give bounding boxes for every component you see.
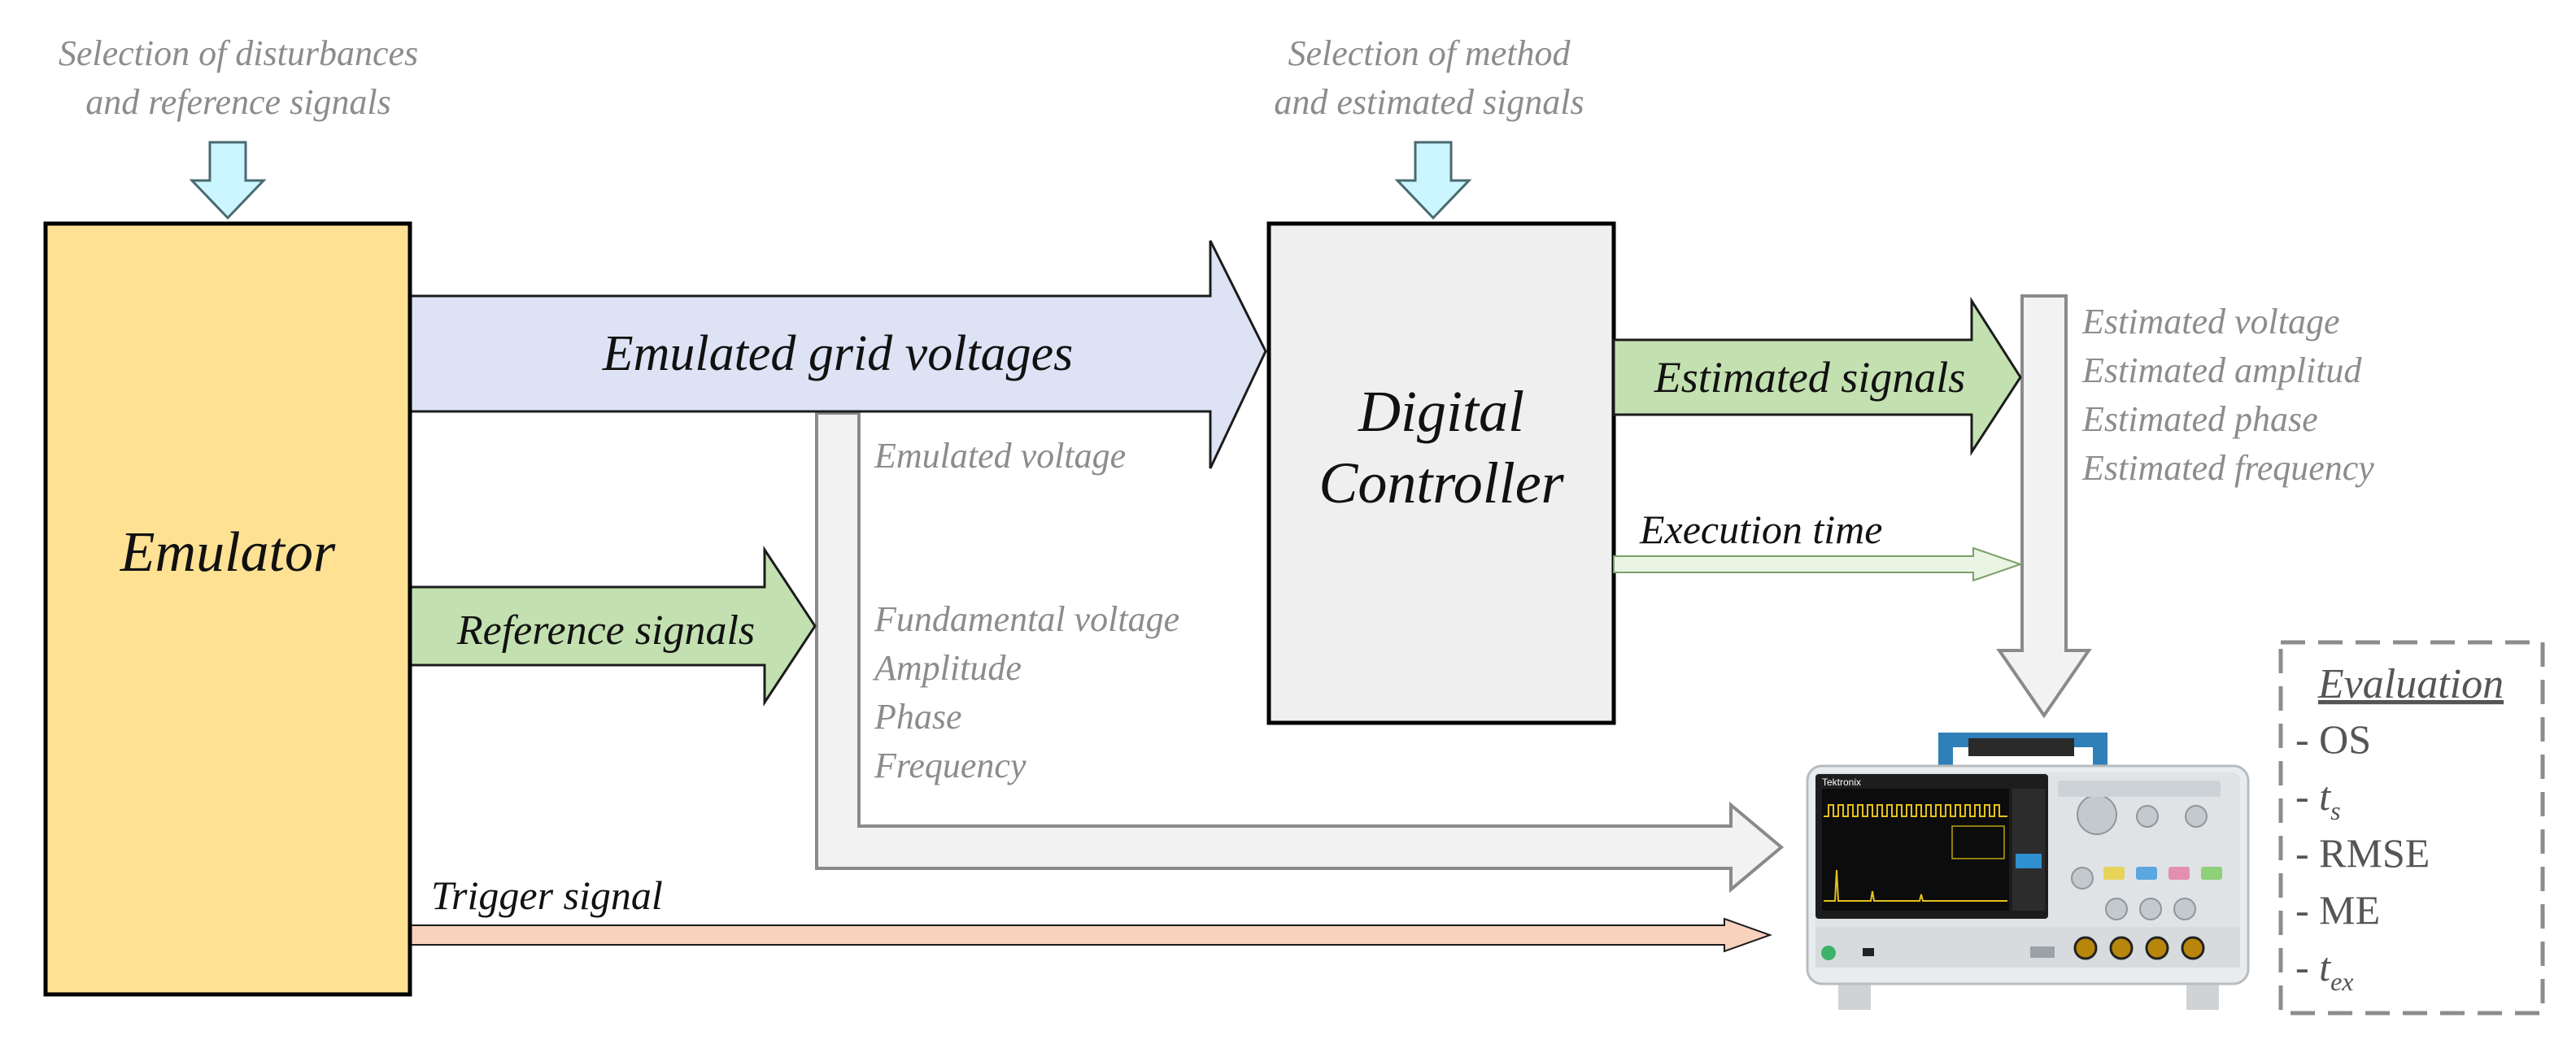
evaluation-metric-list: - OS - ts - RMSE - ME - tex (2295, 716, 2430, 996)
oscilloscope-softkey-highlight (2016, 854, 2042, 868)
emulator-input-arrow (189, 141, 267, 220)
estimated-signals-arrow (1612, 296, 2022, 457)
digital-controller-block (1266, 221, 1616, 725)
emulated-voltage-path-arrow (815, 411, 1785, 894)
oscilloscope-knob-6 (2139, 898, 2162, 920)
evaluation-box (2278, 640, 2545, 1016)
oscilloscope-knob-7 (2173, 898, 2196, 920)
emulated-grid-voltages-label: Emulated grid voltages (602, 326, 1074, 381)
reference-list-item-2: Amplitude (872, 648, 1022, 688)
evaluation-title: Evaluation (2317, 661, 2504, 707)
emulator-input-caption-line1: Selection of disturbances (59, 33, 418, 73)
estimated-to-oscilloscope-arrow (1996, 294, 2092, 719)
emulated-voltage-text: Emulated voltage (874, 436, 1126, 476)
evaluation-metric-3: - RMSE (2295, 830, 2430, 876)
oscilloscope-brand: Tektronix (1822, 776, 1861, 788)
reference-list-item-1: Fundamental voltage (874, 599, 1179, 639)
estimated-list-item-2: Estimated amplitud (2081, 350, 2362, 390)
emulator-label: Emulator (120, 521, 336, 584)
reference-signal-list: Fundamental voltageAmplitudePhaseFrequen… (872, 599, 1179, 785)
bnc-connector-4 (2181, 936, 2205, 960)
oscilloscope-button-pink (2168, 867, 2190, 880)
controller-input-arrow (1394, 141, 1472, 220)
emulator-input-caption-line2: and reference signals (85, 82, 391, 122)
evaluation-metric-1: - OS (2295, 716, 2371, 762)
oscilloscope-trace-square (1824, 804, 2007, 817)
bnc-connector-2 (2109, 936, 2134, 960)
estimated-list-item-4: Estimated frequency (2081, 448, 2374, 488)
reference-list-item-3: Phase (874, 697, 962, 737)
reference-signals-label: Reference signals (456, 607, 755, 654)
bnc-connector-3 (2145, 936, 2169, 960)
oscilloscope-knob-3 (2185, 805, 2208, 828)
reference-list-item-4: Frequency (874, 746, 1026, 785)
estimated-signals-label: Estimated signals (1654, 353, 1966, 402)
oscilloscope: Tektronix (1806, 733, 2250, 1010)
evaluation-metric-5: - tex (2295, 944, 2353, 996)
controller-input-caption-line2: and estimated signals (1274, 82, 1584, 122)
trigger-signal-arrow (409, 917, 1772, 953)
oscilloscope-softkey-column (2012, 789, 2045, 911)
oscilloscope-button-blue (2136, 867, 2157, 880)
emulated-grid-voltages-arrow (408, 240, 1267, 469)
bnc-connector-1 (2073, 936, 2098, 960)
emulator-block (43, 221, 412, 997)
execution-time-arrow (1613, 546, 2024, 582)
oscilloscope-button-grid (2058, 781, 2221, 797)
oscilloscope-usb-port (1863, 948, 1874, 956)
oscilloscope-knob-4 (2071, 867, 2094, 890)
oscilloscope-button-yellow (2103, 867, 2125, 880)
execution-time-label: Execution time (1639, 507, 1883, 552)
controller-label-line1: Digital (1358, 379, 1524, 444)
oscilloscope-button-green (2201, 867, 2222, 880)
reference-signals-arrow (408, 546, 817, 707)
estimated-list-item-3: Estimated phase (2081, 399, 2318, 439)
oscilloscope-bottom-strip (1815, 927, 2240, 968)
trigger-signal-label: Trigger signal (431, 872, 663, 918)
oscilloscope-probe-comp (2030, 946, 2055, 958)
oscilloscope-handle-grip (1968, 738, 2074, 756)
controller-input-caption-line1: Selection of method (1288, 33, 1571, 73)
oscilloscope-info-box (1951, 825, 2005, 859)
oscilloscope-trace-spectrum (1824, 869, 2007, 902)
evaluation-metric-4: - ME (2295, 887, 2380, 933)
oscilloscope-knob-2 (2136, 805, 2159, 828)
evaluation-metric-2: - ts (2295, 773, 2341, 825)
oscilloscope-knob-large (2077, 794, 2117, 835)
oscilloscope-power-button (1821, 946, 1836, 960)
controller-label-line2: Controller (1319, 450, 1564, 515)
estimated-list-item-1: Estimated voltage (2081, 302, 2340, 341)
oscilloscope-knob-5 (2105, 898, 2128, 920)
